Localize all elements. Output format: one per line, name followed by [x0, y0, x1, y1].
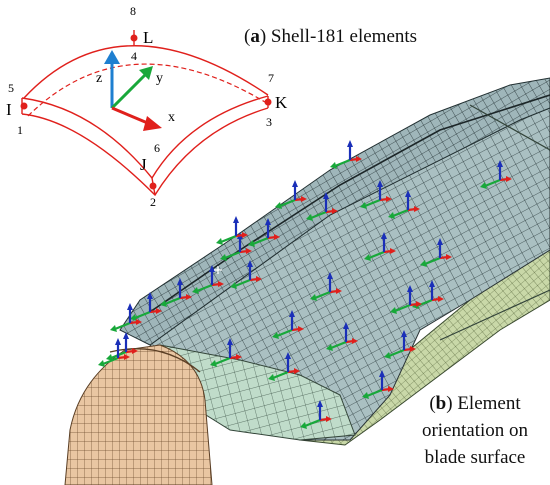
- orientation-triad: [110, 303, 142, 332]
- y-axis-arrowhead: [139, 66, 153, 80]
- orientation-triad: [106, 332, 138, 361]
- caption-b-line-1: (b) Element: [429, 393, 521, 414]
- orientation-triad: [230, 260, 262, 289]
- cursor-mark: [214, 266, 222, 274]
- node-number-7: 7: [268, 71, 274, 85]
- caption-b-line-2: orientation on: [421, 420, 529, 441]
- orientation-triad: [390, 285, 422, 314]
- orientation-triad: [420, 238, 452, 267]
- orientation-triad: [192, 265, 224, 294]
- node-K: [264, 98, 272, 106]
- blade-root-edge: [109, 348, 201, 373]
- caption-b: (b) Element orientation on blade surface: [400, 390, 550, 471]
- node-number-3: 3: [266, 115, 272, 129]
- orientation-triad: [326, 322, 358, 351]
- orientation-triad: [306, 192, 338, 221]
- caption-b-letter: b: [435, 393, 447, 414]
- y-axis-line: [110, 72, 148, 110]
- orientation-triad: [362, 370, 394, 399]
- orientation-triad: [275, 180, 307, 209]
- element-orientation-triads: [98, 140, 512, 429]
- node-label-I: I: [6, 100, 12, 119]
- node-label-L: L: [143, 28, 153, 47]
- caption-a: (a) Shell-181 elements: [244, 26, 418, 47]
- orientation-triad: [248, 218, 280, 247]
- node-L: [130, 34, 138, 42]
- element-top-curve: [23, 45, 269, 99]
- blade-flap-edge: [439, 104, 550, 341]
- axis-label-y: y: [156, 71, 163, 86]
- orientation-triad: [330, 140, 362, 169]
- orientation-triad: [310, 272, 342, 301]
- orientation-triad: [272, 310, 304, 339]
- node-number-5: 5: [8, 81, 14, 95]
- node-number-4: 4: [131, 49, 137, 63]
- orientation-triad: [98, 338, 130, 367]
- node-I: [20, 102, 28, 110]
- orientation-triad: [300, 400, 332, 429]
- axis-label-x: x: [168, 110, 175, 125]
- node-number-1: 1: [17, 123, 23, 137]
- z-axis-arrowhead: [104, 50, 120, 64]
- node-label-K: K: [275, 93, 288, 112]
- caption-a-text: Shell-181 elements: [270, 26, 418, 47]
- axis-label-z: z: [96, 71, 102, 86]
- node-number-2: 2: [150, 195, 156, 209]
- caption-a-letter: a: [250, 26, 260, 47]
- x-axis-line: [111, 106, 151, 126]
- orientation-triad: [216, 216, 248, 245]
- orientation-triad: [160, 278, 192, 307]
- orientation-triad: [210, 338, 242, 367]
- caption-b-line-1-text: Element: [457, 393, 521, 414]
- node-J: [149, 182, 157, 190]
- node-number-6: 6: [154, 141, 160, 155]
- caption-b-line-3: blade surface: [424, 447, 526, 468]
- orientation-triad: [388, 190, 420, 219]
- orientation-triad: [130, 292, 162, 321]
- shell-element: 8 L 4 5 I 1 7 K 3 6 J 2 z y x: [6, 4, 288, 209]
- orientation-triad: [480, 160, 512, 189]
- orientation-triad: [268, 352, 300, 381]
- x-axis-arrowhead: [143, 116, 162, 131]
- blade-root: [64, 344, 213, 485]
- node-label-J: J: [140, 155, 147, 174]
- node-number-8: 8: [130, 4, 136, 18]
- orientation-triad: [384, 330, 416, 359]
- element-mid-curve: [27, 63, 271, 117]
- orientation-triad: [360, 180, 392, 209]
- orientation-triad: [364, 232, 396, 261]
